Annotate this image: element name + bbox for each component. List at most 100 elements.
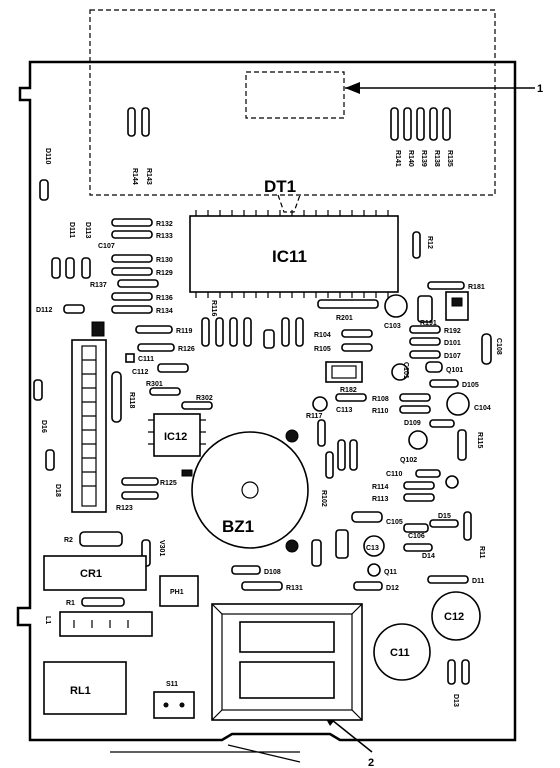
- r134-label: R134: [156, 308, 173, 315]
- c111-label: C111: [138, 356, 154, 363]
- capacitor-c106b: [403, 523, 429, 533]
- diode-d111: [51, 257, 61, 279]
- ph1-label: PH1: [170, 589, 184, 596]
- r119-label: R119: [176, 328, 192, 335]
- capacitor-c104: [446, 392, 470, 416]
- r117-label: R117: [306, 413, 322, 420]
- resistor-r192: [409, 325, 441, 334]
- relay-cr1: [43, 555, 147, 591]
- resistor-r302: [181, 401, 213, 410]
- resistor-r140: [403, 107, 412, 141]
- r1-label: R1: [66, 600, 75, 607]
- r105-label: R105: [314, 346, 331, 353]
- display-module-inner: [245, 71, 345, 119]
- q102-label: Q102: [400, 457, 417, 464]
- capacitor-c101: [391, 363, 409, 381]
- crystal-x101: [417, 295, 433, 323]
- resistor-r2: [79, 531, 123, 547]
- switch-s101-knob: [451, 297, 463, 307]
- diode-d113b: [81, 257, 91, 279]
- resistor-r12b: [461, 659, 470, 685]
- c112-label: C112: [132, 369, 148, 376]
- capacitor-c111: [125, 353, 135, 363]
- d111-label: D111: [68, 222, 75, 238]
- r182-label: R182: [340, 387, 357, 394]
- diode-d108: [231, 565, 261, 575]
- r110-label: R110: [372, 408, 388, 415]
- v301-label: V301: [158, 540, 165, 556]
- callout-1-arrowhead: [345, 82, 360, 94]
- resistor-fan-6: [281, 317, 290, 347]
- r108-label: R108: [372, 396, 389, 403]
- c107-label: C107: [98, 243, 115, 250]
- resistor-r135: [442, 107, 451, 141]
- capacitor-c105: [351, 511, 383, 523]
- ic12-pins: [148, 419, 206, 445]
- resistor-fan-2: [215, 317, 224, 347]
- ic12-chip: [153, 413, 201, 457]
- diode-d14: [403, 543, 433, 552]
- d107-label: D107: [444, 353, 461, 360]
- ribbon-connector: [71, 339, 107, 513]
- r123-label: R123: [116, 505, 133, 512]
- d12-label: D12: [386, 585, 399, 592]
- transformer-frame: [221, 613, 353, 711]
- rl1-label: RL1: [70, 685, 91, 697]
- d105-label: D105: [462, 382, 479, 389]
- r132-label: R132: [156, 221, 173, 228]
- r136-label: R136: [156, 295, 173, 302]
- display-module-outline: [89, 9, 496, 196]
- c105-label: C105: [386, 519, 403, 526]
- r135-label: R135: [446, 150, 453, 167]
- d13-label: D13: [452, 694, 459, 707]
- capacitor-c12: [431, 591, 481, 641]
- resistor-r1-horizontal: [81, 597, 125, 607]
- resistor-r141: [390, 107, 399, 141]
- resistor-r130: [111, 254, 153, 263]
- ribbon-connector-top: [91, 321, 105, 337]
- resistor-r115: [457, 429, 467, 461]
- resistor-d13: [447, 659, 456, 685]
- resistor-r138: [429, 107, 438, 141]
- d101-label: D101: [444, 340, 461, 347]
- resistor-r108: [399, 393, 431, 402]
- ribbon-connector-pins: [82, 359, 96, 487]
- buzzer-bz1-tab: [181, 469, 193, 477]
- cr1-label: CR1: [80, 568, 102, 580]
- switch-s11: [153, 691, 195, 719]
- callout-2-label: 2: [368, 757, 374, 768]
- r140-label: R140: [407, 150, 414, 167]
- board-outline: [16, 60, 517, 742]
- ribbon-connector-inner: [81, 345, 97, 507]
- resistor-fan-4: [243, 317, 252, 347]
- resistor-r117c: [349, 439, 358, 471]
- r191-label: R191: [420, 320, 437, 327]
- resistor-r131: [241, 581, 283, 591]
- relay-rl1: [43, 661, 127, 715]
- resistor-r129: [111, 267, 153, 276]
- resistor-r117b: [337, 439, 346, 471]
- resistor-r102: [325, 451, 334, 479]
- capacitor-c103: [384, 294, 408, 318]
- resistor-r137: [117, 279, 159, 288]
- r143-label: R143: [145, 168, 152, 185]
- resistor-fan-7: [295, 317, 304, 347]
- diode-d101: [409, 337, 441, 346]
- d110-label: D110: [44, 148, 51, 164]
- d112-label: D112: [36, 307, 52, 314]
- transistor-q102: [408, 430, 428, 450]
- resistor-r126: [137, 343, 175, 352]
- capacitor-c113: [312, 396, 328, 412]
- bz1-label: BZ1: [222, 517, 254, 536]
- resistor-r110: [399, 405, 431, 414]
- diode-d110: [39, 179, 49, 201]
- r126-label: R126: [178, 346, 195, 353]
- board-bottom-lip: [110, 744, 301, 763]
- resistor-r11: [463, 511, 472, 541]
- resistor-r118: [111, 371, 122, 423]
- c11-label: C11: [390, 647, 410, 659]
- resistor-r12: [412, 231, 421, 259]
- c103-label: C103: [384, 323, 401, 330]
- resistor-fan-3: [229, 317, 238, 347]
- r133-label: R133: [156, 233, 173, 240]
